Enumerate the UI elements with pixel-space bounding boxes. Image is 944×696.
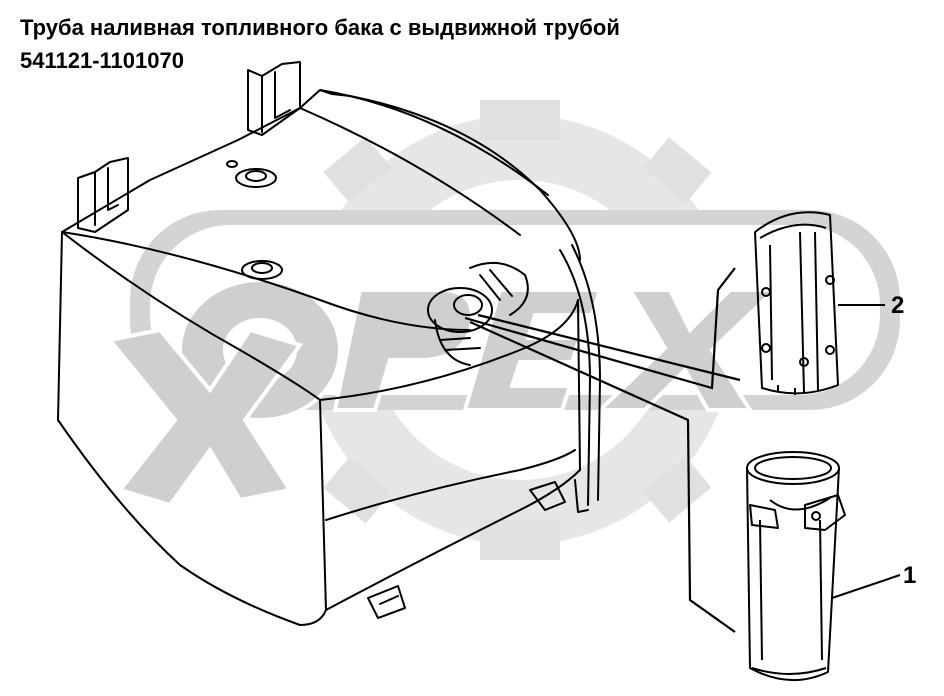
- callout-1-label: 1: [903, 562, 916, 589]
- leader-to-part-2: [464, 267, 736, 390]
- watermark-logo: [106, 100, 900, 560]
- fuel-tank: [57, 61, 601, 626]
- callout-1: 1: [831, 562, 916, 599]
- part-1-filler-pipe: [746, 451, 846, 681]
- callout-2-label: 2: [891, 292, 904, 319]
- watermark-letters: [106, 278, 780, 508]
- diagram-title: Труба наливная топливного бака с выдвижн…: [20, 15, 620, 40]
- leader-lines: [464, 267, 741, 633]
- part-number: 541121-1101070: [20, 48, 184, 73]
- bracket-left: [77, 157, 129, 233]
- leader-to-part-1: [469, 320, 736, 633]
- bracket-right: [247, 61, 301, 136]
- part-2-extendable-tube: [754, 211, 839, 395]
- callout-2: 2: [838, 292, 904, 319]
